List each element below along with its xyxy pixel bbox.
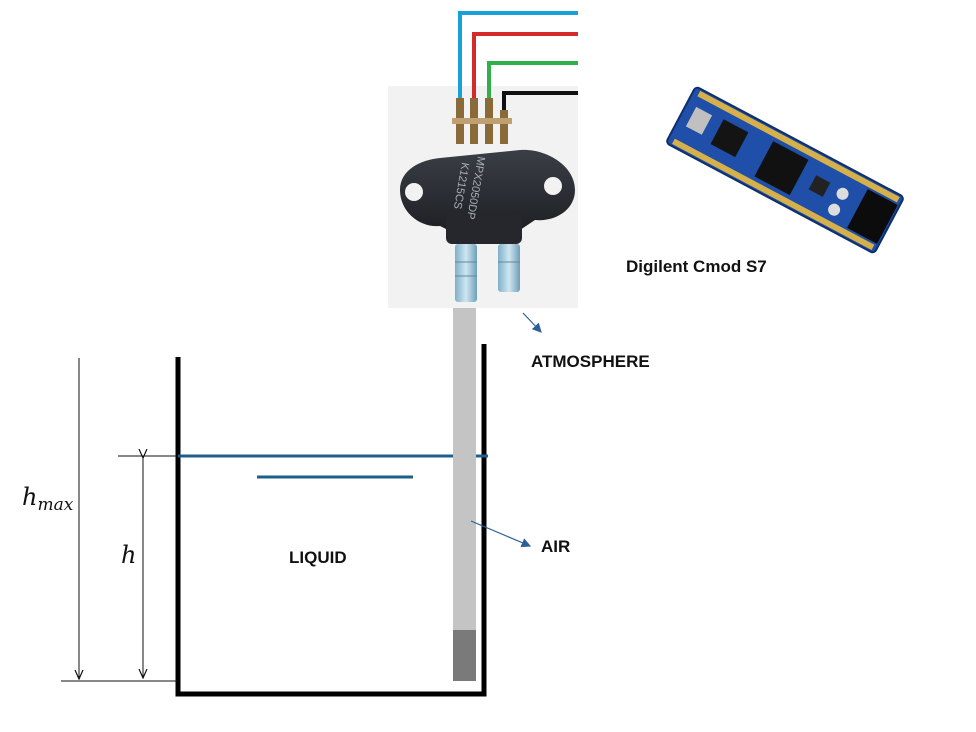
pressure-port-2 — [498, 244, 520, 292]
atmosphere-label: ATMOSPHERE — [531, 352, 650, 371]
wire-black — [502, 91, 578, 112]
pressure-sensor: MPX2050DP K1215CS — [400, 149, 575, 302]
dimension-hmax — [61, 358, 178, 682]
air-arrow — [470, 520, 532, 548]
fpga-chip — [754, 141, 809, 196]
wire-blue — [458, 11, 578, 98]
pressure-port-1 — [455, 244, 477, 302]
air-label: AIR — [541, 537, 570, 556]
sensor-wires — [458, 11, 578, 112]
chip-small — [710, 119, 749, 158]
wire-red — [472, 32, 578, 98]
tank-walls — [175, 344, 487, 697]
button-2 — [828, 203, 841, 216]
usb-connector — [685, 106, 713, 135]
tube-liquid-column — [453, 630, 476, 681]
mount-hole-left — [405, 183, 423, 201]
liquid-label: LIQUID — [289, 548, 347, 567]
dip-tube — [453, 308, 476, 681]
atmosphere-arrow — [522, 312, 542, 333]
hmax-subscript: max — [37, 495, 73, 515]
cmod-s7-board — [666, 86, 904, 254]
mount-hole-right — [544, 177, 562, 195]
wire-green — [487, 61, 578, 98]
button-1 — [836, 187, 849, 200]
pmod-header — [847, 189, 898, 244]
hmax-label: hmax — [22, 483, 74, 515]
sensor-pins — [452, 98, 512, 144]
hmax-base: h — [22, 483, 37, 511]
dimension-h — [118, 456, 178, 678]
h-label: h — [121, 541, 136, 569]
board-label: Digilent Cmod S7 — [626, 257, 767, 276]
